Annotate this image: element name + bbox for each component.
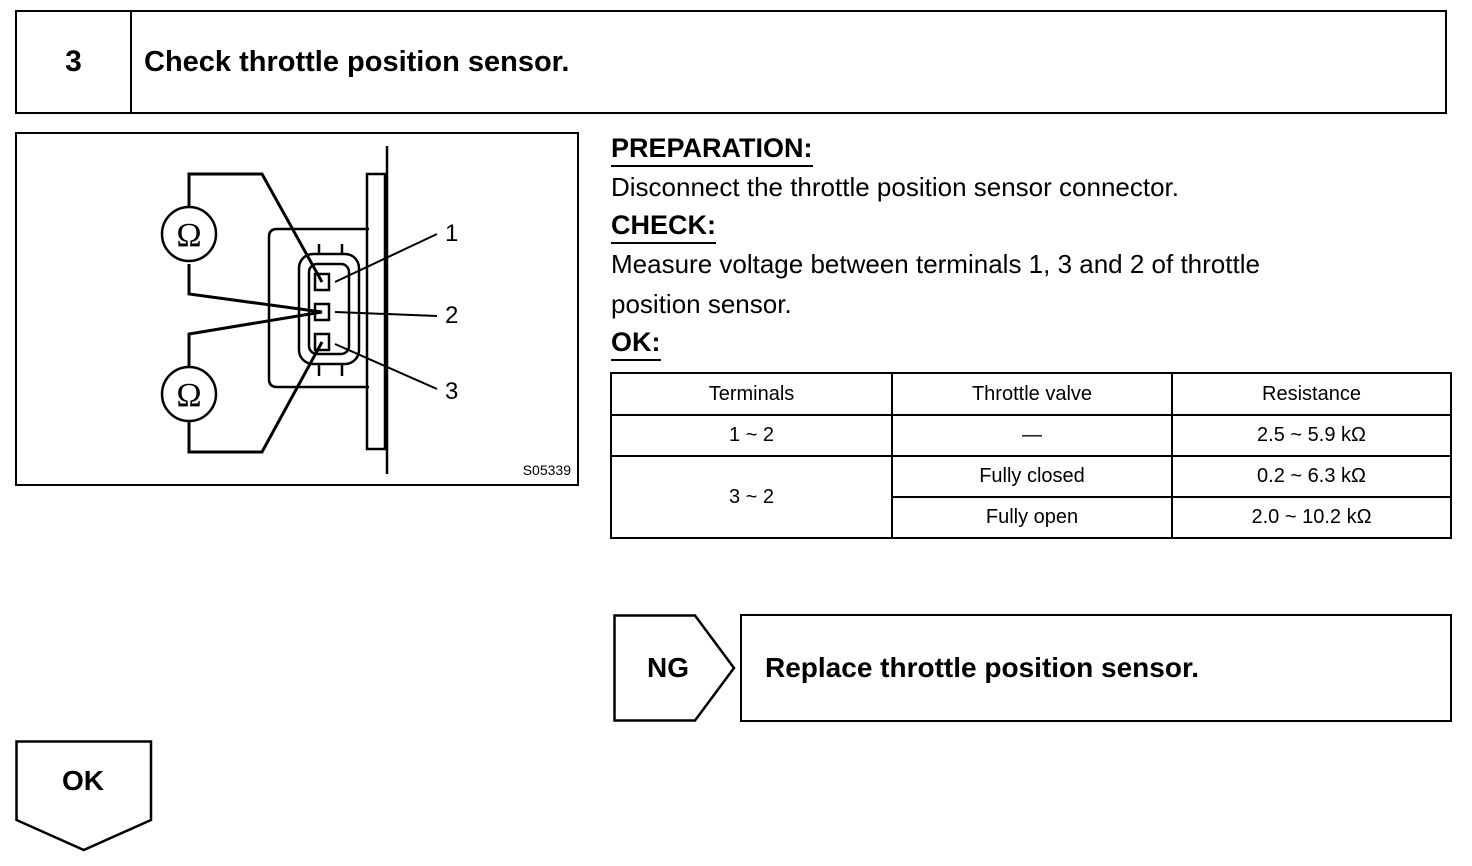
leader-line-2	[334, 311, 438, 317]
callout-1: 1	[445, 220, 459, 247]
terminal-3	[313, 332, 331, 352]
table-row: Fully open 2.0 ~ 10.2 kΩ	[611, 496, 1452, 539]
down-arrow-shape	[15, 740, 153, 852]
cell-resistance: 2.5 ~ 5.9 kΩ	[1171, 414, 1452, 457]
ok-branch-arrow: OK	[15, 740, 153, 852]
step-header: 3 Check throttle position sensor.	[15, 10, 1447, 114]
cell-terminals: 1 ~ 2	[610, 414, 893, 457]
step-title: Check throttle position sensor.	[144, 45, 570, 78]
ohm-symbol-lower: Ω	[176, 377, 201, 414]
header-throttle-valve: Throttle valve	[891, 372, 1173, 416]
figure-code: S05339	[522, 462, 571, 478]
right-arrow-shape	[613, 614, 736, 722]
ohm-symbol-upper: Ω	[176, 217, 201, 254]
header-resistance: Resistance	[1171, 372, 1452, 416]
cell-valve: Fully closed	[891, 455, 1173, 498]
terminal-1	[313, 272, 331, 292]
mounting-plate	[365, 172, 387, 451]
resistance-spec-table: Terminals Throttle valve Resistance 1 ~ …	[610, 372, 1452, 539]
ok-label: OK	[62, 765, 104, 796]
upper-lead-a	[187, 172, 324, 283]
sensor-body	[267, 227, 369, 389]
check-text-line1: Measure voltage between terminals 1, 3 a…	[611, 249, 1260, 279]
ng-label: NG	[647, 652, 689, 683]
lower-lead-a	[187, 310, 323, 374]
callout-3: 3	[445, 378, 459, 405]
preparation-heading: PREPARATION:	[611, 132, 813, 167]
ok-heading: OK:	[611, 326, 661, 361]
table-header-row: Terminals Throttle valve Resistance	[610, 372, 1452, 416]
ng-branch-arrow: NG	[613, 614, 737, 722]
ohmmeter-lower	[160, 365, 218, 423]
instructions: PREPARATION: Disconnect the throttle pos…	[611, 130, 1451, 361]
leader-line-1	[334, 233, 438, 283]
sensor-diagram: Ω Ω 1 2 3 S05339	[15, 132, 579, 486]
upper-lead-b	[187, 264, 323, 314]
leader-line-3	[334, 343, 438, 390]
header-terminals: Terminals	[610, 372, 893, 416]
cell-valve: —	[891, 414, 1173, 457]
ng-action: Replace throttle position sensor.	[740, 614, 1452, 722]
preparation-text: Disconnect the throttle position sensor …	[611, 172, 1179, 202]
table-row: 3 ~ 2 Fully closed 0.2 ~ 6.3 kΩ	[610, 455, 1452, 539]
table-row: 1 ~ 2 — 2.5 ~ 5.9 kΩ	[610, 414, 1452, 457]
callout-2: 2	[445, 302, 459, 329]
cell-resistance: 2.0 ~ 10.2 kΩ	[1171, 496, 1452, 539]
check-heading: CHECK:	[611, 209, 716, 244]
cell-terminals: 3 ~ 2	[610, 455, 893, 539]
sensor-diagram-drawing: Ω Ω	[160, 146, 438, 474]
cell-valve: Fully open	[891, 496, 1173, 539]
lower-lead-b	[187, 341, 324, 454]
check-text-line2: position sensor.	[611, 289, 792, 319]
cell-resistance: 0.2 ~ 6.3 kΩ	[1171, 455, 1452, 498]
ohmmeter-upper	[160, 205, 218, 263]
step-number: 3	[17, 12, 132, 112]
